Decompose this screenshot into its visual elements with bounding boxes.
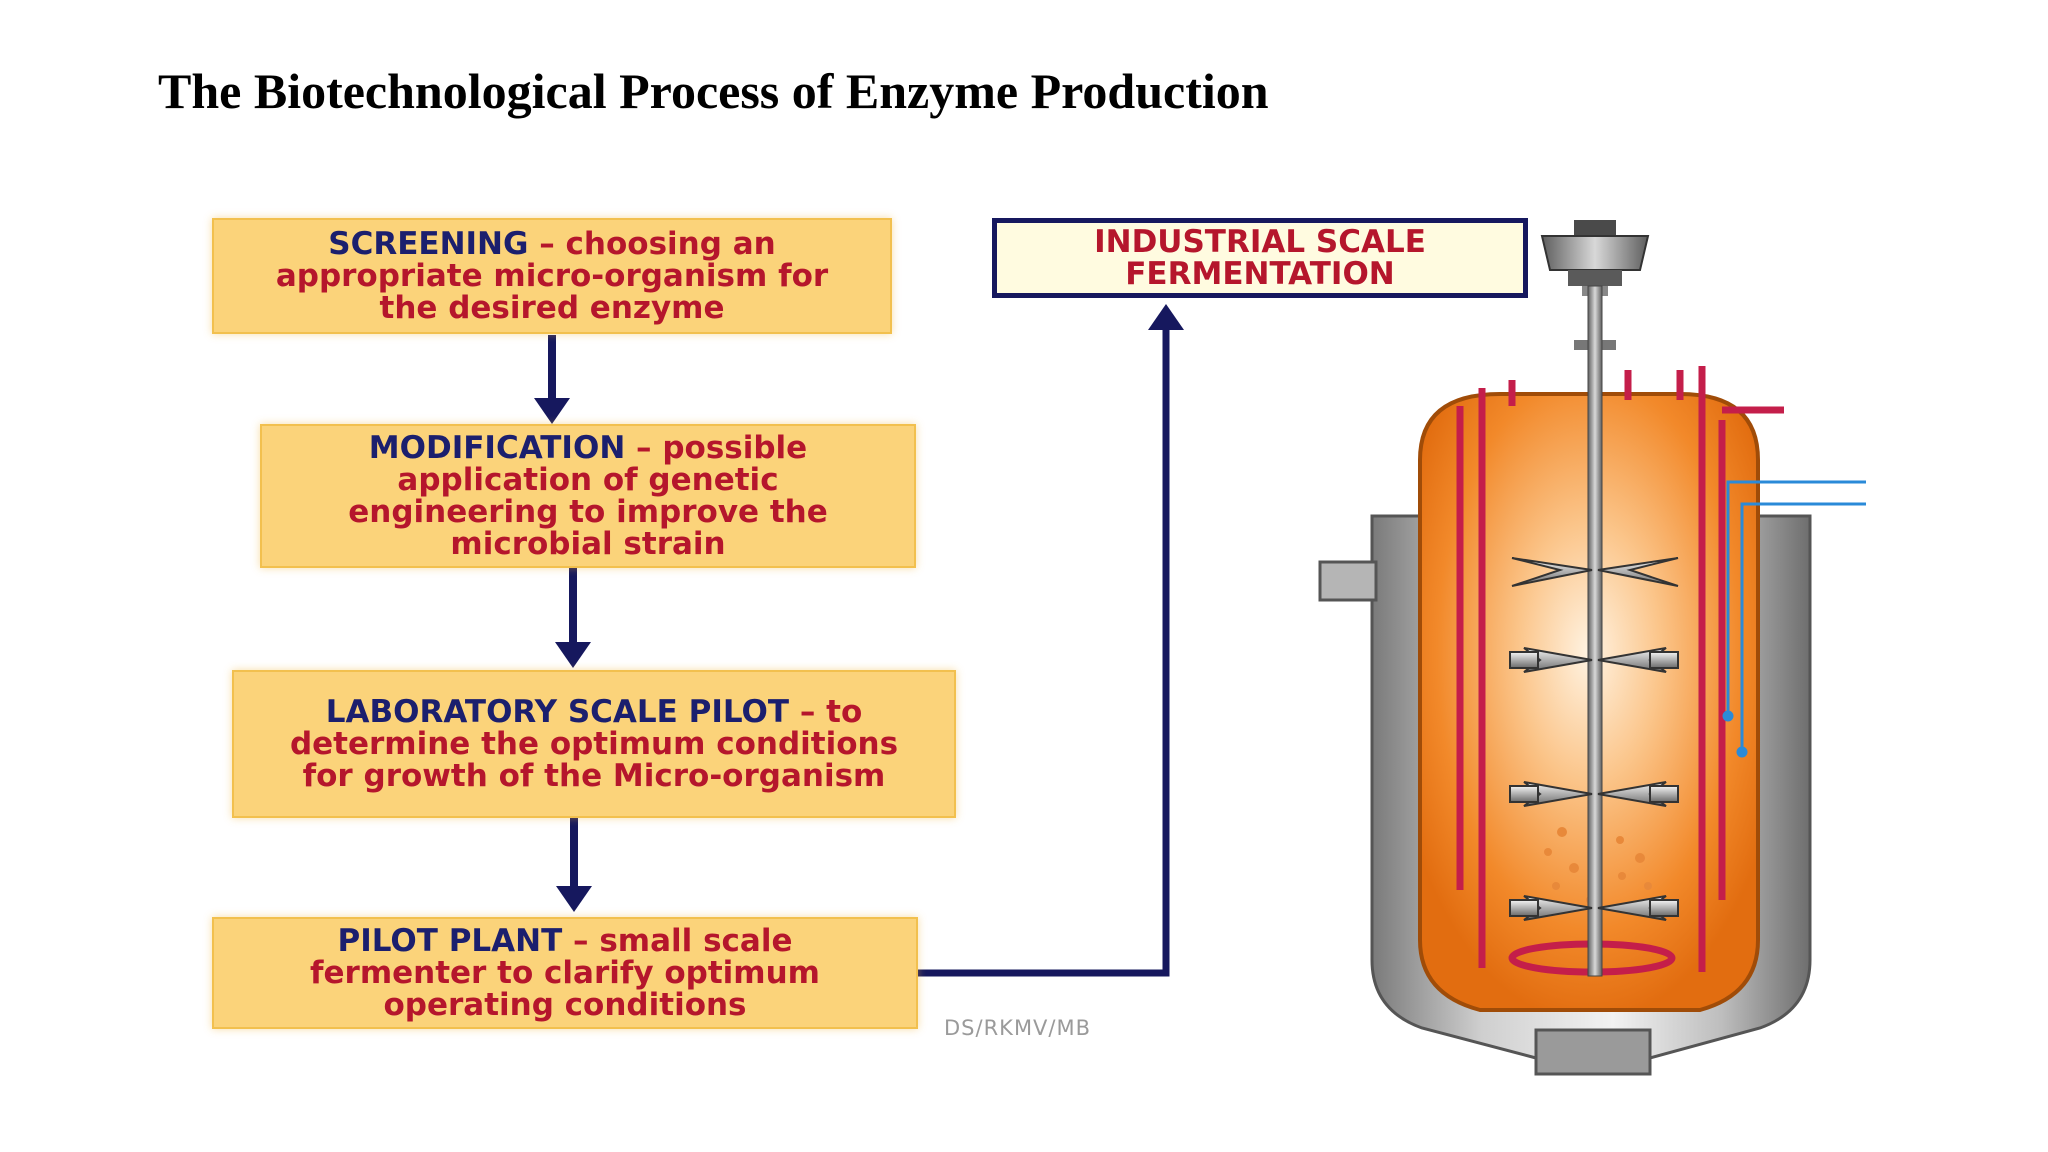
arrow-screening-to-modification (534, 335, 570, 424)
step-laboratory-description: – to determine the optimum conditions fo… (289, 694, 899, 794)
arrow-modification-to-laboratory (555, 568, 591, 668)
step-pilot-plant-keyword: PILOT PLANT (337, 923, 563, 959)
step-pilot-plant-description: – small scale fermenter to clarify optim… (310, 923, 820, 1023)
industrial-scale-label: INDUSTRIAL SCALE FERMENTATION (1094, 224, 1426, 292)
arrow-laboratory-to-pilot (556, 818, 592, 912)
industrial-scale-box: INDUSTRIAL SCALE FERMENTATION (992, 218, 1528, 298)
step-modification: MODIFICATION – possible application of g… (260, 424, 916, 568)
impeller-upper (1509, 647, 1679, 673)
step-screening: SCREENING – choosing an appropriate micr… (212, 218, 892, 334)
probe-lines (1722, 480, 1866, 758)
step-laboratory: LABORATORY SCALE PILOT – to determine th… (232, 670, 956, 818)
impeller-middle (1509, 781, 1679, 807)
step-modification-text: MODIFICATION – possible application of g… (292, 432, 884, 560)
step-pilot-plant: PILOT PLANT – small scale fermenter to c… (212, 917, 918, 1029)
step-modification-keyword: MODIFICATION (368, 430, 626, 466)
step-laboratory-keyword: LABORATORY SCALE PILOT (325, 694, 790, 730)
step-screening-description: – choosing an appropriate micro-organism… (275, 226, 829, 326)
impeller-bottom (1509, 895, 1679, 921)
impeller-top (1511, 557, 1679, 587)
agitator-shaft (1587, 285, 1603, 977)
step-screening-text: SCREENING – choosing an appropriate micr… (244, 228, 860, 324)
slide-title: The Biotechnological Process of Enzyme P… (158, 63, 1269, 119)
step-pilot-plant-text: PILOT PLANT – small scale fermenter to c… (244, 925, 886, 1021)
step-modification-description: – possible application of genetic engine… (348, 430, 828, 562)
step-screening-keyword: SCREENING (328, 226, 529, 262)
arrow-pilot-to-industrial (918, 304, 1184, 977)
step-laboratory-text: LABORATORY SCALE PILOT – to determine th… (264, 696, 924, 792)
credit-text: DS/RKMV/MB (944, 1016, 1092, 1040)
